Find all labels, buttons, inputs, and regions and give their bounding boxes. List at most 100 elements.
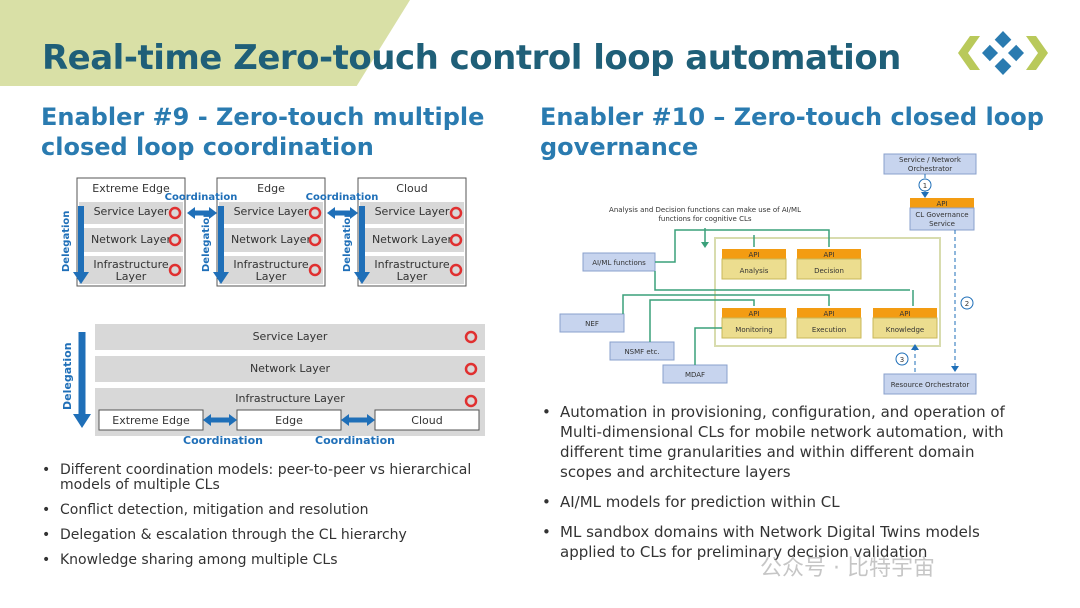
- left-bullet-list: Different coordination models: peer-to-p…: [40, 463, 490, 578]
- loop-icon: [449, 263, 463, 277]
- loop-icon: [308, 263, 322, 277]
- loop-icon: [168, 263, 182, 277]
- cl-governance-service-box: [909, 207, 975, 231]
- layer-service: Service Layer: [375, 205, 450, 218]
- list-item: Delegation & escalation through the CL h…: [40, 528, 490, 544]
- orchestrator-line1: Service / Network: [899, 156, 962, 164]
- api-tab: [873, 308, 937, 318]
- analysis-label: Analysis: [740, 267, 769, 275]
- layer-infra-2: Layer: [256, 270, 287, 283]
- step-3: 3: [900, 356, 904, 364]
- aiml-label: AI/ML functions: [592, 259, 646, 267]
- nsmf-label: NSMF etc.: [624, 348, 659, 356]
- mdaf-label: MDAF: [685, 371, 705, 379]
- right-heading: Enabler #10 – Zero-touch closed loop gov…: [540, 102, 1044, 162]
- list-item: ML sandbox domains with Network Digital …: [540, 522, 1020, 562]
- layer-service: Service Layer: [94, 205, 169, 218]
- down-arrow-icon: [73, 414, 91, 428]
- layer-network: Network Layer: [250, 362, 331, 375]
- page-title: Real-time Zero-touch control loop automa…: [42, 38, 901, 78]
- resource-orchestrator-label: Resource Orchestrator: [891, 381, 970, 389]
- execution-box: [796, 317, 862, 339]
- list-item: AI/ML models for prediction within CL: [540, 492, 1020, 512]
- loop-icon: [449, 233, 463, 247]
- analysis-box: [721, 258, 787, 280]
- peer-column-edge: Edge Service Layer Network Layer Infrast…: [201, 177, 326, 287]
- loop-icon: [308, 233, 322, 247]
- multi-cl-peer-diagram: Extreme Edge Service Layer Network Layer…: [61, 177, 467, 287]
- note-line2: functions for cognitive CLs: [658, 215, 751, 223]
- nsmf-box: [609, 341, 675, 361]
- orchestrator-line2: Orchestrator: [908, 165, 952, 173]
- list-item: Automation in provisioning, configuratio…: [540, 402, 1020, 482]
- double-arrow-icon: [187, 207, 217, 219]
- domain-cloud: Cloud: [411, 414, 442, 427]
- col-label-cloud: Cloud: [396, 182, 427, 195]
- domain-extreme-edge: Extreme Edge: [112, 414, 190, 427]
- list-item: Different coordination models: peer-to-p…: [40, 463, 490, 493]
- api-tab: [797, 249, 861, 259]
- coordination-label-2: Coordination: [315, 434, 395, 447]
- right-heading-line1: Enabler #10 – Zero-touch closed loop: [540, 103, 1044, 131]
- header-accent-band: [0, 0, 410, 86]
- layer-network: Network Layer: [231, 233, 312, 246]
- governance-line1: CL Governance: [915, 211, 968, 219]
- step-1: 1: [923, 182, 927, 190]
- layer-infra-2: Layer: [116, 270, 147, 283]
- layer-network: Network Layer: [91, 233, 172, 246]
- list-item: Knowledge sharing among multiple CLs: [40, 553, 490, 569]
- connector-lines: [622, 229, 914, 365]
- loop-icon: [168, 206, 182, 220]
- api-label: API: [823, 251, 834, 259]
- list-item: Conflict detection, mitigation and resol…: [40, 503, 490, 519]
- coordination-label-1: Coordination: [165, 192, 238, 203]
- left-heading: Enabler #9 - Zero-touch multiple closed …: [41, 102, 484, 162]
- double-arrow-icon: [341, 414, 375, 426]
- monitoring-label: Monitoring: [735, 326, 772, 334]
- left-heading-line2: closed loop coordination: [41, 133, 374, 161]
- layer-infra-2: Layer: [397, 270, 428, 283]
- knowledge-label: Knowledge: [886, 326, 924, 334]
- api-label: API: [936, 200, 947, 208]
- right-heading-line2: governance: [540, 133, 699, 161]
- peer-column-extreme-edge: Extreme Edge Service Layer Network Layer…: [61, 177, 186, 287]
- api-label: API: [748, 310, 759, 318]
- delegation-label: Delegation: [201, 211, 212, 272]
- loop-icon: [464, 330, 478, 344]
- col-label-extreme-edge: Extreme Edge: [92, 182, 170, 195]
- resource-orchestrator-box: [883, 373, 977, 395]
- brand-logo-icon: [958, 31, 1048, 75]
- right-bullet-list: Automation in provisioning, configuratio…: [540, 402, 1020, 572]
- api-tab: [722, 249, 786, 259]
- loop-icon: [464, 362, 478, 376]
- decision-label: Decision: [814, 267, 844, 275]
- double-arrow-icon: [203, 414, 237, 426]
- delegation-label: Delegation: [61, 211, 72, 272]
- layer-infra: Infrastructure: [374, 258, 450, 271]
- layer-infra: Infrastructure: [233, 258, 309, 271]
- knowledge-box: [872, 317, 938, 339]
- loop-icon: [168, 233, 182, 247]
- execution-label: Execution: [812, 326, 846, 334]
- api-label: API: [748, 251, 759, 259]
- api-label: API: [823, 310, 834, 318]
- peer-column-cloud: Cloud Service Layer Network Layer Infras…: [342, 177, 467, 287]
- coordination-label-2: Coordination: [306, 192, 379, 203]
- coordination-label-1: Coordination: [183, 434, 263, 447]
- layer-infra: Infrastructure: [93, 258, 169, 271]
- delegation-label: Delegation: [61, 342, 74, 410]
- delegation-label: Delegation: [342, 211, 353, 272]
- multi-cl-hierarchical-diagram: Service Layer Network Layer Infrastructu…: [61, 324, 485, 447]
- layer-network: Network Layer: [372, 233, 453, 246]
- layer-service: Service Layer: [253, 330, 328, 343]
- watermark-text: 公众号 · 比特宇宙: [760, 556, 935, 581]
- layer-service: Service Layer: [234, 205, 309, 218]
- double-arrow-icon: [327, 207, 358, 219]
- col-label-edge: Edge: [257, 182, 285, 195]
- api-label: API: [899, 310, 910, 318]
- loop-icon: [449, 206, 463, 220]
- nef-box: [559, 313, 625, 333]
- domain-edge: Edge: [275, 414, 303, 427]
- left-heading-line1: Enabler #9 - Zero-touch multiple: [41, 103, 485, 131]
- service-network-orchestrator-box: [883, 153, 977, 175]
